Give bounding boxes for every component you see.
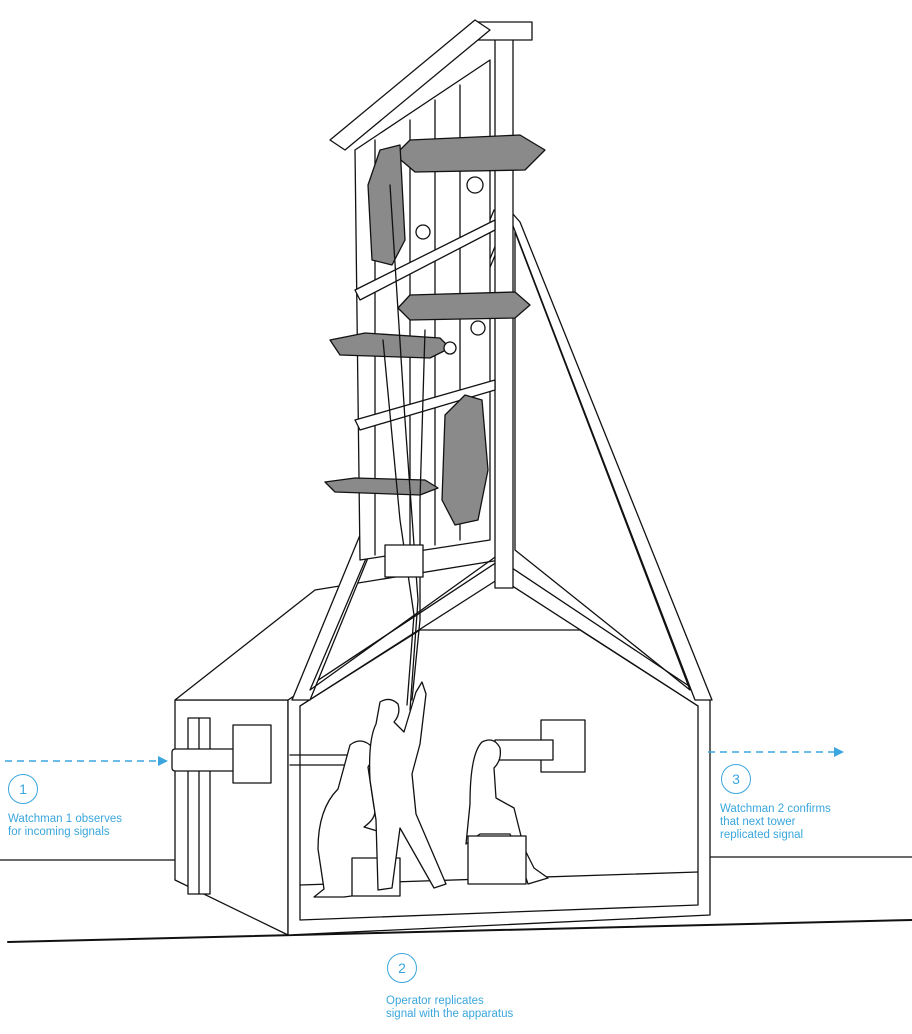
step-2-caption: Operator replicates signal with the appa… [386,995,513,1021]
counterweight-d [444,342,456,354]
step-2-number: 2 [387,953,417,983]
left-telescope-housing [233,725,271,783]
signal-arrow-out-icon [708,747,844,757]
signal-arrow-in-icon [5,756,168,766]
left-telescope [172,749,242,771]
step-3-caption: Watchman 2 confirms that next tower repl… [720,803,831,842]
counterweight-b [416,225,430,239]
right-telescope [495,740,553,760]
step-1: 1 Watchman 1 observes for incoming signa… [8,774,122,839]
counterweight-a [467,177,483,193]
stool-right [468,836,526,884]
control-box [385,545,423,577]
step-2: 2 Operator replicates signal with the ap… [386,953,513,1021]
signal-panel-right-lower [442,395,488,525]
step-3-number: 3 [721,764,751,794]
signal-panel-mid [398,292,530,320]
step-1-caption: Watchman 1 observes for incoming signals [8,813,122,839]
step-1-number: 1 [8,774,38,804]
step-3: 3 Watchman 2 confirms that next tower re… [720,764,831,842]
signal-panel-top [395,135,545,172]
counterweight-c [471,321,485,335]
